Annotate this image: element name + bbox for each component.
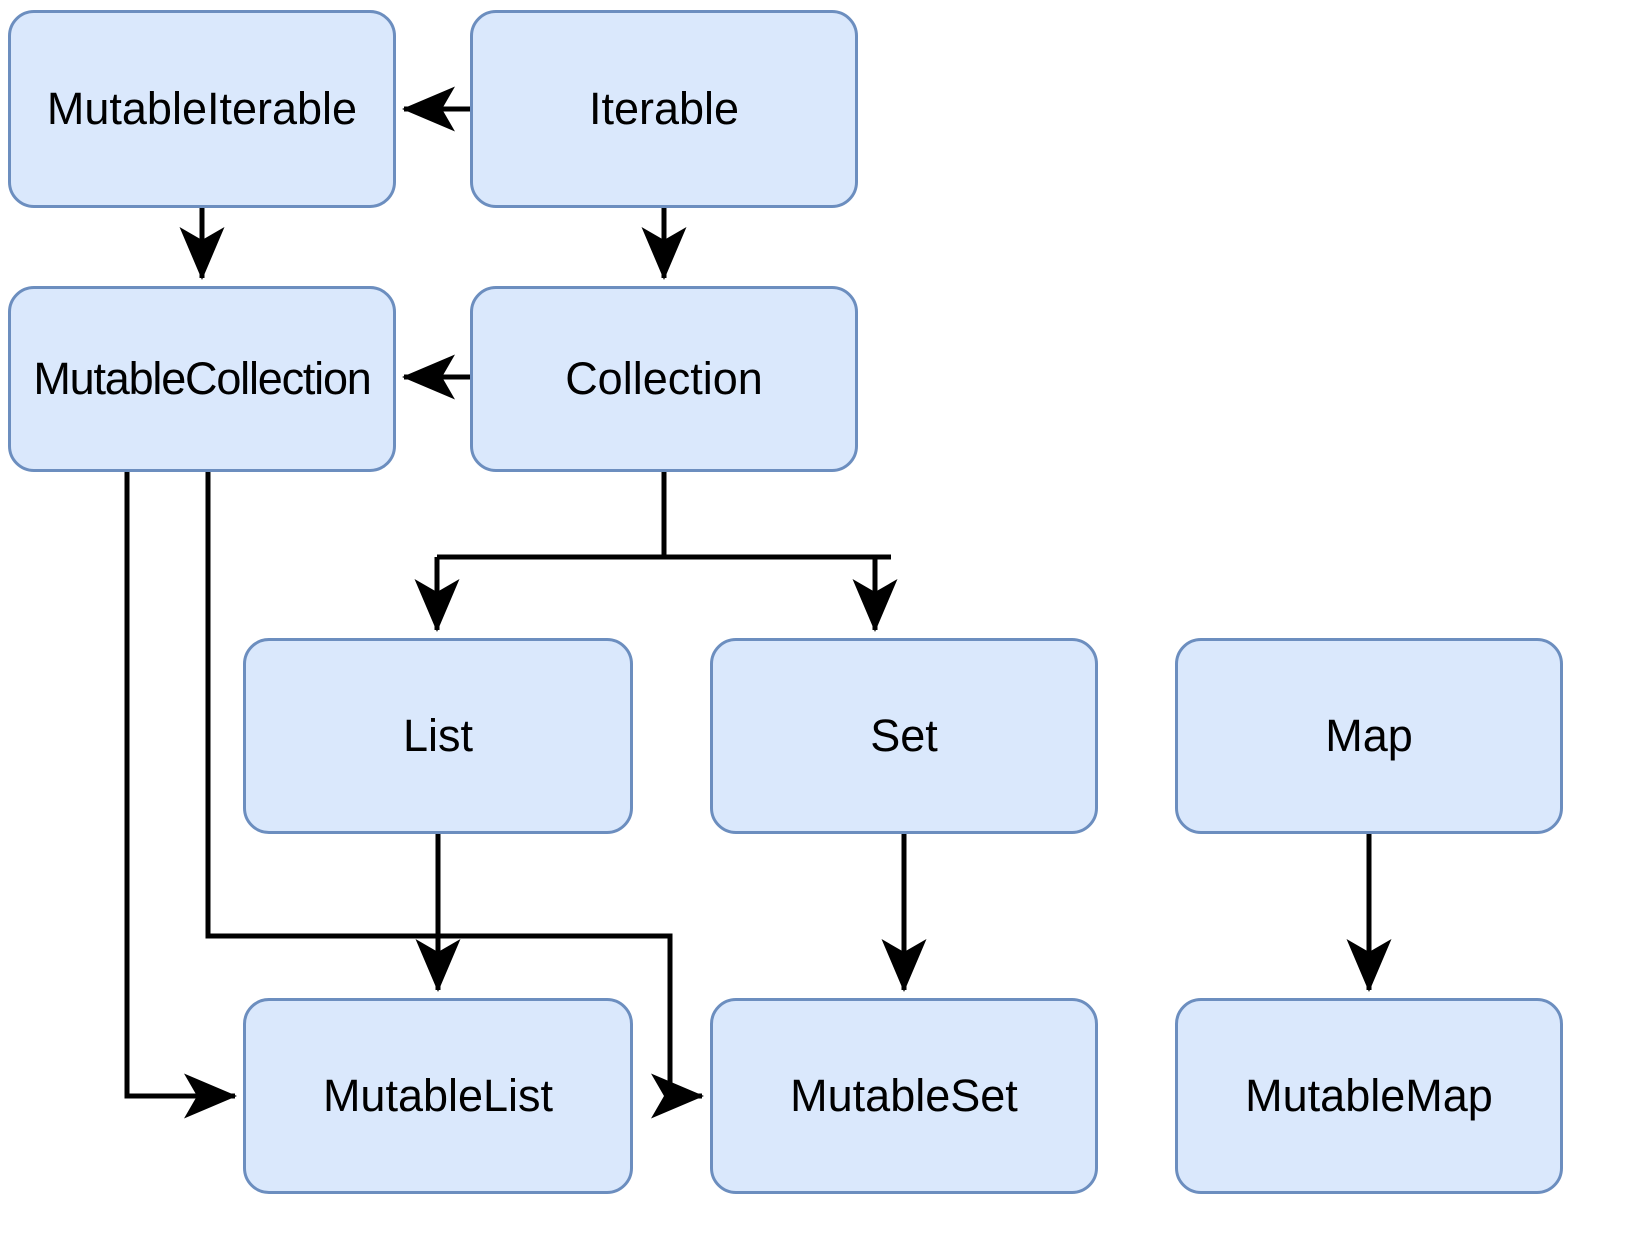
node-mutable-list[interactable]: MutableList	[243, 998, 633, 1194]
node-label-list: List	[402, 710, 474, 762]
node-label-collection: Collection	[565, 353, 763, 405]
node-mutable-set[interactable]: MutableSet	[710, 998, 1098, 1194]
node-label-mutable-iterable: MutableIterable	[46, 83, 358, 135]
node-label-set: Set	[870, 710, 938, 762]
node-label-mutable-list: MutableList	[322, 1070, 554, 1122]
node-label-mutable-collection: MutableCollection	[33, 353, 371, 405]
edge-mutableCollection-to-mutableList	[124, 472, 238, 1119]
node-list[interactable]: List	[243, 638, 633, 834]
node-mutable-map[interactable]: MutableMap	[1175, 998, 1563, 1194]
node-collection[interactable]: Collection	[470, 286, 858, 472]
node-label-mutable-set: MutableSet	[790, 1070, 1018, 1122]
node-iterable[interactable]: Iterable	[470, 10, 858, 208]
node-mutable-iterable[interactable]: MutableIterable	[8, 10, 396, 208]
node-label-mutable-map: MutableMap	[1245, 1070, 1493, 1122]
node-label-map: Map	[1325, 710, 1413, 762]
node-label-iterable: Iterable	[588, 83, 740, 135]
node-mutable-collection[interactable]: MutableCollection	[8, 286, 396, 472]
node-map[interactable]: Map	[1175, 638, 1563, 834]
node-set[interactable]: Set	[710, 638, 1098, 834]
